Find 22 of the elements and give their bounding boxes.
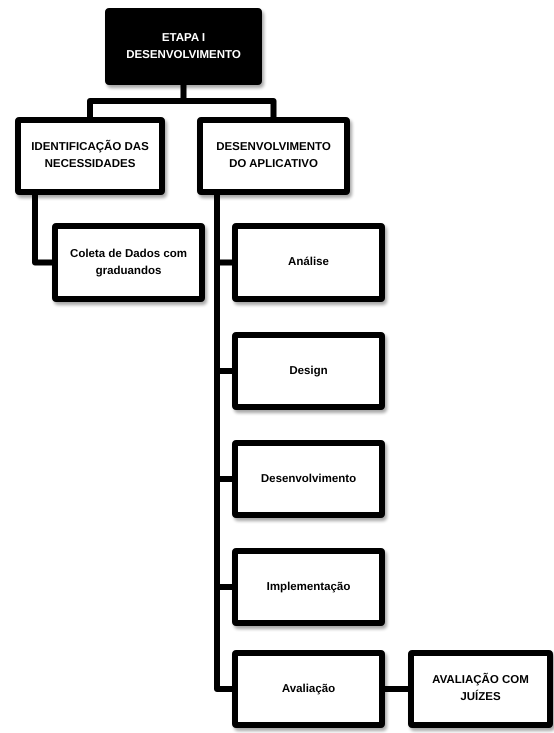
process-box <box>232 440 385 518</box>
box-label: IDENTIFICAÇÃO DAS NECESSIDADES <box>30 139 150 172</box>
box-label: Desenvolvimento <box>260 472 356 487</box>
connector-line <box>32 195 52 266</box>
box-label: AVALIAÇÃO COM JUÍZES <box>431 672 530 705</box>
box-label: Design <box>289 364 328 379</box>
process-box <box>232 332 385 410</box>
box-label: Implementação <box>266 580 350 595</box>
process-box <box>197 117 350 195</box>
box-label: Análise <box>288 255 329 270</box>
process-box <box>232 223 385 302</box>
process-box <box>232 548 385 626</box>
process-box <box>52 223 205 302</box>
box-label: Coleta de Dados com graduandos <box>69 246 188 278</box>
box-label: Avaliação <box>282 682 336 697</box>
connector-line <box>385 686 408 692</box>
heading-box <box>105 8 262 85</box>
box-label: ETAPA I DESENVOLVIMENTO <box>125 30 242 62</box>
process-box <box>15 117 165 195</box>
process-box <box>408 650 553 728</box>
box-label: DESENVOLVIMENTO DO APLICATIVO <box>215 140 332 172</box>
process-box <box>232 650 385 728</box>
